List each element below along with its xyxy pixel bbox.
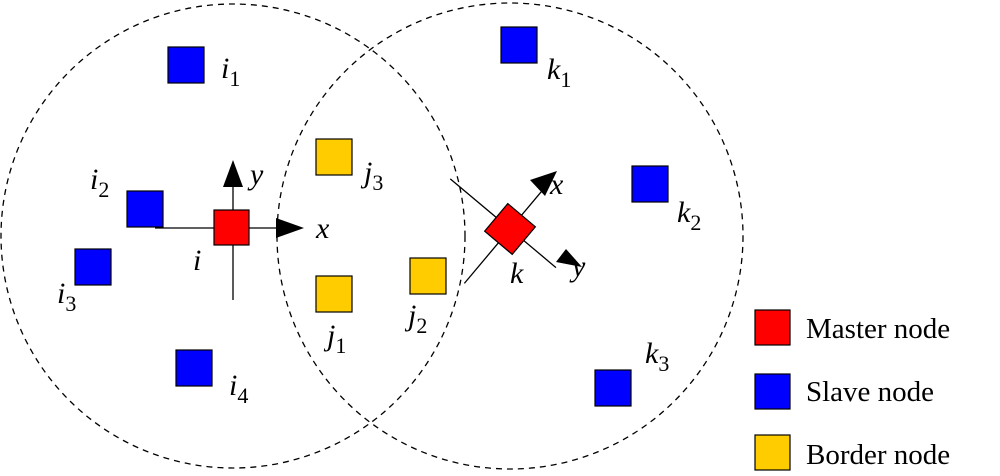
master-node-i-axes: [155, 160, 304, 300]
master-node-i-label: i: [193, 244, 201, 277]
master-node-i: [213, 209, 250, 246]
legend-master-label: Master node: [806, 313, 950, 345]
range-circle-i: [0, 3, 466, 469]
master-node-k-x-label: x: [549, 168, 564, 201]
y-arrow-k: [556, 249, 582, 267]
legend-master-swatch: [754, 309, 791, 346]
master-node-k-group: [449, 178, 557, 284]
slave-node-i3: [74, 248, 112, 286]
x-arrow-k: [530, 171, 557, 196]
master-node-k-label: k: [510, 257, 524, 290]
slave-node-i3-label: i3: [57, 277, 76, 316]
slave-node-k1-label: k1: [547, 53, 571, 92]
legend-slave-swatch: [754, 373, 791, 410]
slave-node-k2-label: k2: [677, 196, 701, 235]
slave-node-i4: [175, 349, 213, 387]
slave-node-i1: [167, 46, 205, 84]
border-node-j1-label: j1: [323, 319, 346, 358]
legend-border-swatch: [754, 434, 791, 471]
border-node-j1: [315, 275, 353, 313]
legend: Master node Slave node Border node: [754, 309, 950, 471]
y-arrow-i: [223, 160, 243, 187]
slave-node-k3-label: k3: [645, 337, 669, 376]
slave-node-i2: [126, 190, 164, 228]
slave-node-k2: [631, 165, 669, 203]
master-node-i-y-label: y: [247, 158, 264, 191]
legend-slave-label: Slave node: [806, 376, 934, 408]
slave-node-i4-label: i4: [229, 369, 248, 408]
border-node-j2: [409, 257, 447, 295]
slave-node-k1: [500, 26, 538, 64]
master-node-k-y-label: y: [569, 250, 586, 283]
slave-node-k3: [594, 369, 632, 407]
slave-node-i1-label: i1: [221, 52, 240, 91]
master-node-i-x-label: x: [315, 212, 330, 245]
x-arrow-i: [276, 218, 304, 238]
legend-border-label: Border node: [806, 439, 950, 471]
border-node-j3-label: j3: [360, 156, 383, 195]
border-node-j2-label: j2: [404, 299, 427, 338]
master-node-k: [483, 202, 537, 256]
border-node-j3: [315, 138, 353, 176]
slave-node-i2-label: i2: [90, 163, 109, 202]
